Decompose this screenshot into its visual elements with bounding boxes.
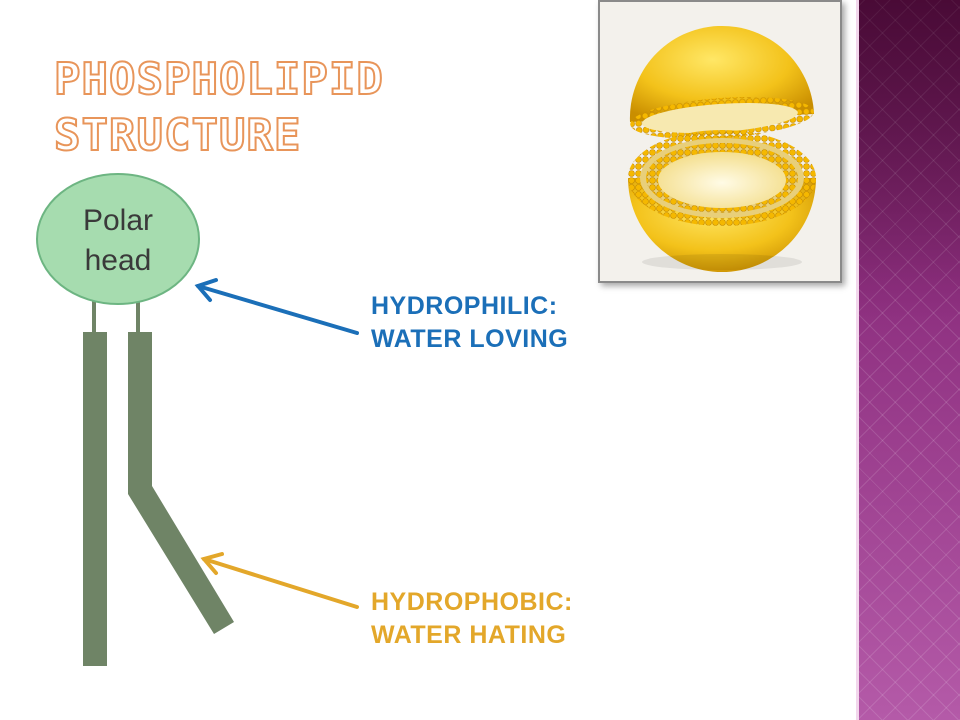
title-line-1: PHOSPHOLIPID — [53, 53, 384, 106]
hydrophobic-label-line2: WATER HATING — [371, 621, 567, 649]
side-panel-edge — [856, 0, 859, 720]
hydrophilic-arrow — [194, 278, 359, 335]
liposome-image — [598, 0, 842, 283]
hydrophobic-arrow — [200, 552, 359, 609]
fatty-acid-tail-straight — [83, 332, 107, 666]
head-connector-left — [92, 296, 96, 332]
hydrophobic-label: HYDROPHOBIC: WATER HATING — [371, 586, 573, 652]
decorative-side-panel — [856, 0, 960, 720]
polar-head-label-line1: Polar — [83, 204, 153, 237]
liposome-illustration — [600, 2, 840, 281]
head-connector-right — [136, 296, 140, 332]
phospholipid-diagram: Polar head — [36, 173, 234, 666]
hydrophilic-label-line2: WATER LOVING — [371, 325, 569, 353]
title-line-2: STRUCTURE — [53, 109, 302, 162]
hydrophilic-label-line1: HYDROPHILIC: — [371, 292, 558, 320]
hydrophobic-label-line1: HYDROPHOBIC: — [371, 588, 573, 616]
polar-head-label-line2: head — [85, 244, 152, 277]
fatty-acid-tail-bent — [128, 332, 234, 634]
polar-head — [36, 173, 200, 305]
slide-title: PHOSPHOLIPID STRUCTURE — [53, 52, 384, 164]
hydrophilic-label: HYDROPHILIC: WATER LOVING — [371, 290, 568, 356]
